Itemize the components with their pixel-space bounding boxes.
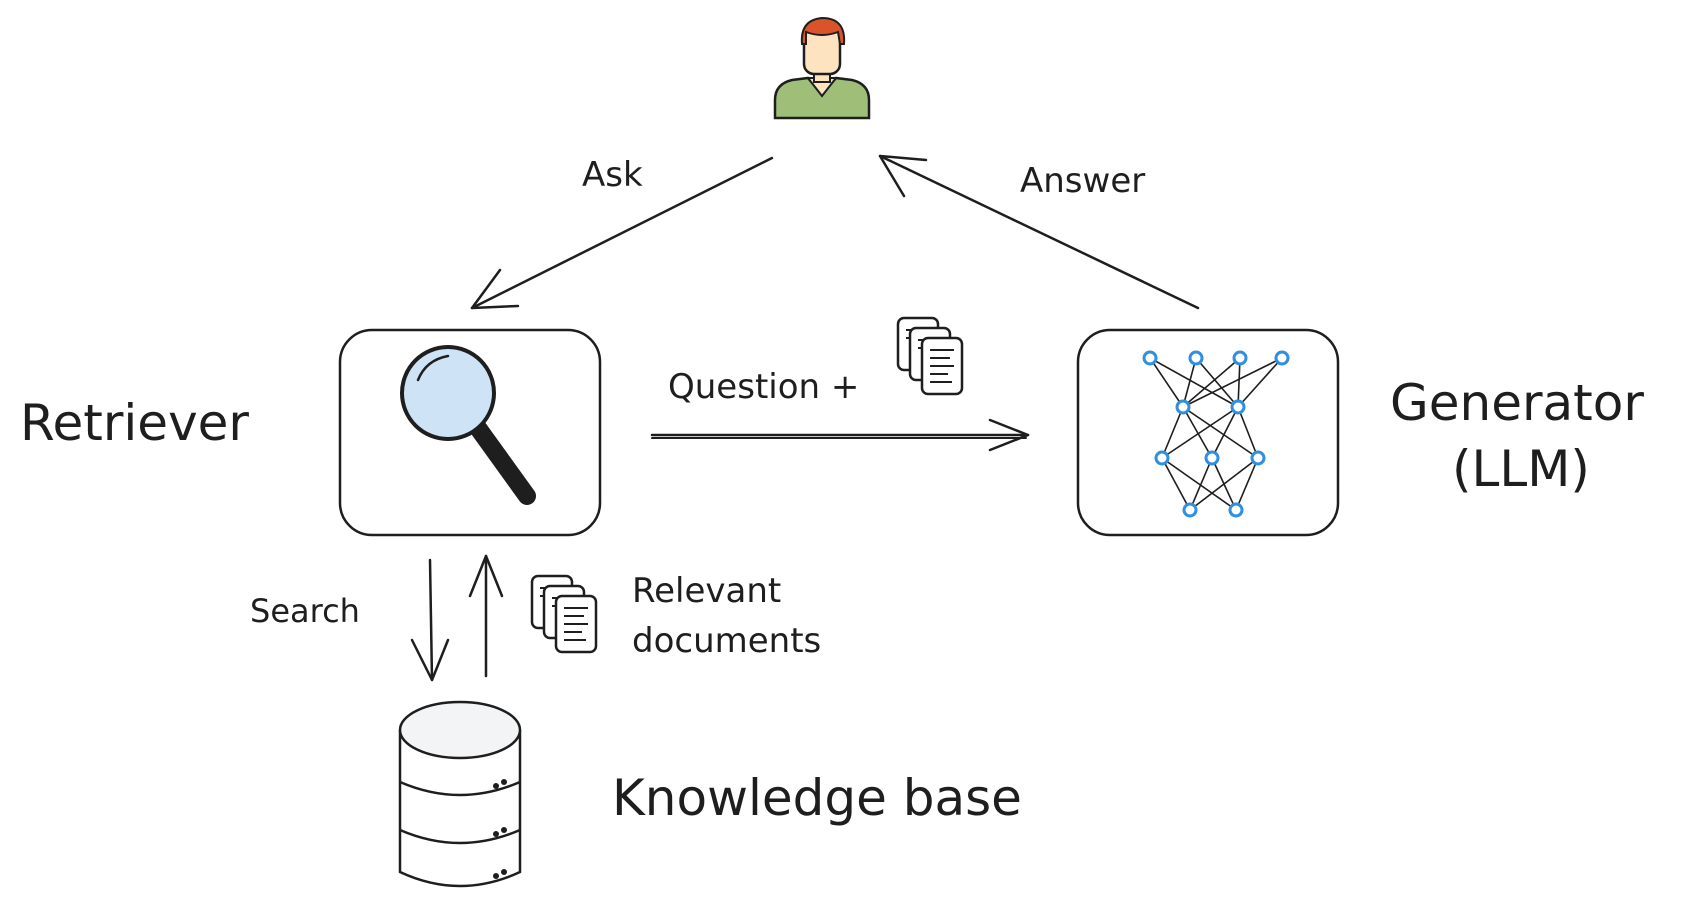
answer-label: Answer (1020, 161, 1145, 201)
question-plus-label: Question + (668, 367, 859, 407)
retriever-box (338, 328, 602, 537)
database-icon (398, 700, 522, 888)
ask-label: Ask (582, 155, 643, 195)
generator-box (1076, 328, 1340, 537)
search-arrow (410, 558, 450, 682)
answer-arrow (878, 154, 1200, 310)
search-label: Search (250, 592, 360, 630)
neural-network-icon (1142, 350, 1290, 518)
magnifying-glass-icon (400, 345, 536, 505)
documents-icon (896, 316, 964, 396)
ask-arrow (470, 156, 774, 310)
return-arrow (468, 554, 504, 678)
relevant-documents-icon (530, 574, 598, 654)
generator-label: Generator (1390, 374, 1644, 432)
knowledge-base-label: Knowledge base (612, 769, 1022, 827)
relevant-label: Relevant (632, 571, 781, 611)
retriever-label: Retriever (20, 394, 249, 452)
question-arrow (650, 418, 1030, 452)
documents-label: documents (632, 621, 821, 661)
generator-llm-label: (LLM) (1452, 440, 1590, 498)
user-icon (773, 16, 871, 120)
